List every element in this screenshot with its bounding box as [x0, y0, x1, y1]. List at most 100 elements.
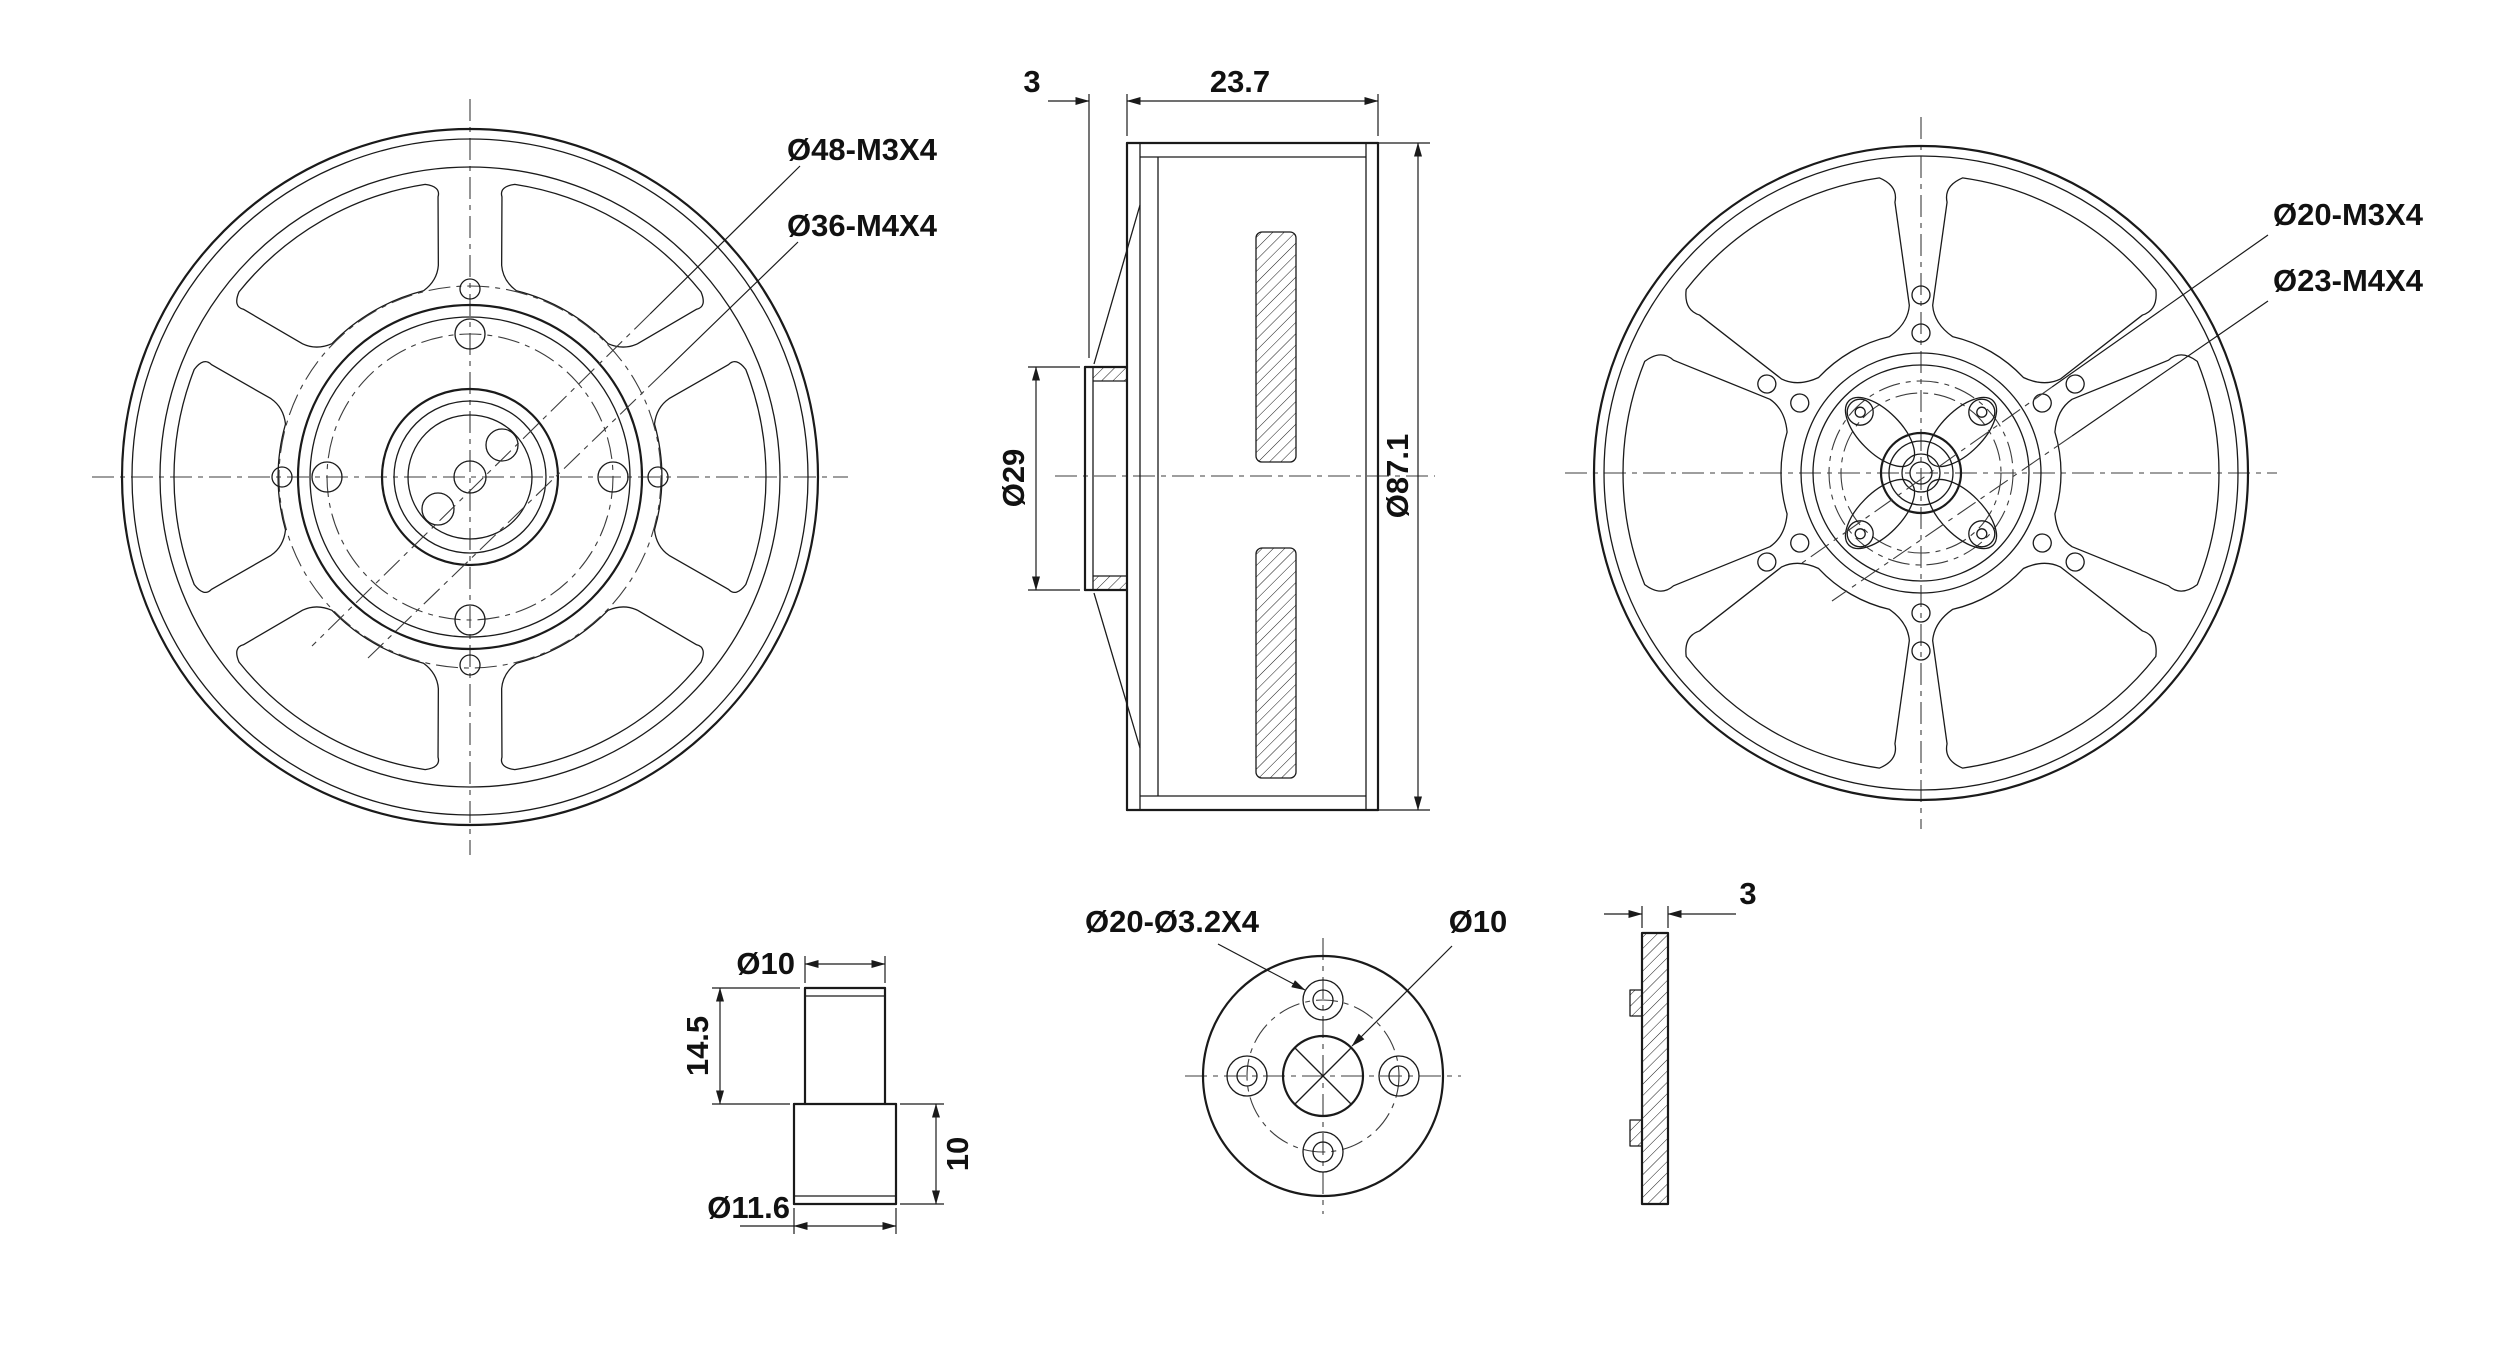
cross-lobe	[1915, 467, 2009, 561]
section-tab	[1629, 989, 1643, 1017]
outer-rim-inner	[131, 138, 809, 816]
leader-centerline	[1831, 435, 2073, 602]
rear-view-callouts: Ø20-M3X4 Ø23-M4X4	[1801, 197, 2424, 602]
m3-hole	[459, 278, 481, 300]
rear-label-m3: Ø20-M3X4	[2273, 197, 2424, 232]
side-view	[1055, 141, 1435, 812]
leader-line	[1351, 945, 1453, 1047]
bolt-circle-48	[278, 285, 662, 669]
spoke-slot	[1669, 155, 1957, 417]
magnet-section	[1256, 232, 1296, 462]
shaft-hole	[485, 428, 519, 462]
dim-flange-offset: 3	[1023, 64, 1040, 99]
magnet-outline	[1255, 231, 1297, 463]
leader-line	[663, 241, 799, 373]
spoke-hole-pair	[1753, 371, 1813, 416]
screw-hole	[1968, 398, 1996, 426]
spoke-slot	[1885, 155, 2173, 417]
bolt-hole-bore	[1388, 1065, 1410, 1087]
dim-section-thickness: 3	[1739, 876, 1756, 911]
magnet-section	[1256, 548, 1296, 778]
leader-centerline	[311, 313, 651, 647]
rear-view	[1565, 117, 2277, 829]
m3-hole	[459, 654, 481, 676]
m4-hole	[311, 461, 343, 493]
spoke-slot	[461, 578, 719, 792]
shaft-view: Ø10 14.5 10 Ø11.6	[680, 946, 975, 1234]
flange-outline	[1201, 954, 1445, 1198]
side-view-dimensions: 3 23.7 Ø29 Ø87.1	[996, 64, 1430, 811]
front-label-m3: Ø48-M3X4	[787, 132, 938, 167]
bell-cone	[1093, 204, 1141, 365]
leader-centerline	[1801, 386, 2053, 564]
leader-line	[2071, 300, 2269, 437]
shaft-hole	[421, 492, 455, 526]
screw-hole	[1846, 520, 1874, 548]
center-boss	[380, 387, 560, 567]
magnet-outline	[1255, 547, 1297, 779]
center-hole	[1281, 1034, 1365, 1118]
cross-lobe	[1833, 385, 1927, 479]
hub-plate	[296, 303, 644, 651]
m4-hole	[454, 604, 486, 636]
spoke-hole-pair	[1753, 530, 1813, 575]
bolt-hole	[1226, 1055, 1268, 1097]
rim-band	[159, 166, 781, 788]
shaft-boss	[1879, 431, 1963, 515]
outer-rim-inner	[1603, 155, 2239, 791]
outer-rim	[120, 127, 820, 827]
flange-view: Ø20-Ø3.2X4 Ø10	[1085, 904, 1507, 1214]
center-boss-ring	[393, 400, 547, 554]
cross-lobe	[1915, 385, 2009, 479]
bolt-hole	[1302, 1131, 1344, 1173]
spoke-slot	[221, 578, 479, 792]
screw-hole-pilot	[1854, 406, 1866, 418]
section-outline	[1640, 931, 1670, 1206]
leader-line	[649, 165, 801, 315]
mount-wall-hatch	[1093, 367, 1127, 381]
shaft-holes	[421, 428, 519, 526]
m4-hole	[597, 461, 629, 493]
bolt-circle-36	[326, 333, 614, 621]
dim-outer-diameter: Ø87.1	[1380, 434, 1415, 518]
spoke-slot	[461, 162, 719, 376]
dim-shaft-base-diameter: Ø11.6	[707, 1190, 790, 1225]
hub-plate-inner	[309, 316, 631, 638]
front-view-callouts: Ø48-M3X4 Ø36-M4X4	[311, 132, 938, 659]
shaft-hole	[453, 460, 487, 494]
leader-line	[1217, 943, 1306, 991]
section-view: 3	[1604, 876, 1757, 1206]
m3-hole	[647, 466, 669, 488]
dim-mount-diameter: Ø29	[996, 449, 1031, 508]
cross-lobe	[1833, 467, 1927, 561]
spoke-slot	[1885, 529, 2173, 791]
spoke-hole-pair	[2029, 530, 2089, 575]
spoke-slot	[221, 162, 479, 376]
section-tab-hatch	[1630, 1120, 1642, 1146]
bolt-circle-23	[1828, 380, 2014, 566]
bolt-hole	[1302, 979, 1344, 1021]
bolt-circle-20	[1840, 392, 2002, 554]
screw-hole-pilot	[1854, 528, 1866, 540]
section-hatch	[1642, 933, 1668, 1204]
bolt-hole-bore	[1312, 1141, 1334, 1163]
m4-holes	[311, 318, 629, 636]
bell-cone	[1093, 592, 1141, 749]
hub-ring	[1800, 352, 2042, 594]
spoke-slot	[1669, 529, 1957, 791]
center-boss-ring	[407, 414, 533, 540]
front-label-m4: Ø36-M4X4	[787, 208, 938, 243]
screw-hole	[1968, 520, 1996, 548]
leader-line	[2051, 234, 2269, 388]
spoke-hole-pair	[2029, 371, 2089, 416]
dim-flange-center-hole: Ø10	[1449, 904, 1508, 939]
bolt-hole-bore	[1312, 989, 1334, 1011]
front-view	[92, 99, 848, 855]
leader-centerline	[367, 371, 665, 659]
flange-bolt-holes	[1226, 979, 1420, 1173]
bolt-hole-bore	[1236, 1065, 1258, 1087]
m4-hole	[454, 318, 486, 350]
m3-holes	[271, 278, 669, 676]
outer-rim	[1592, 144, 2250, 802]
